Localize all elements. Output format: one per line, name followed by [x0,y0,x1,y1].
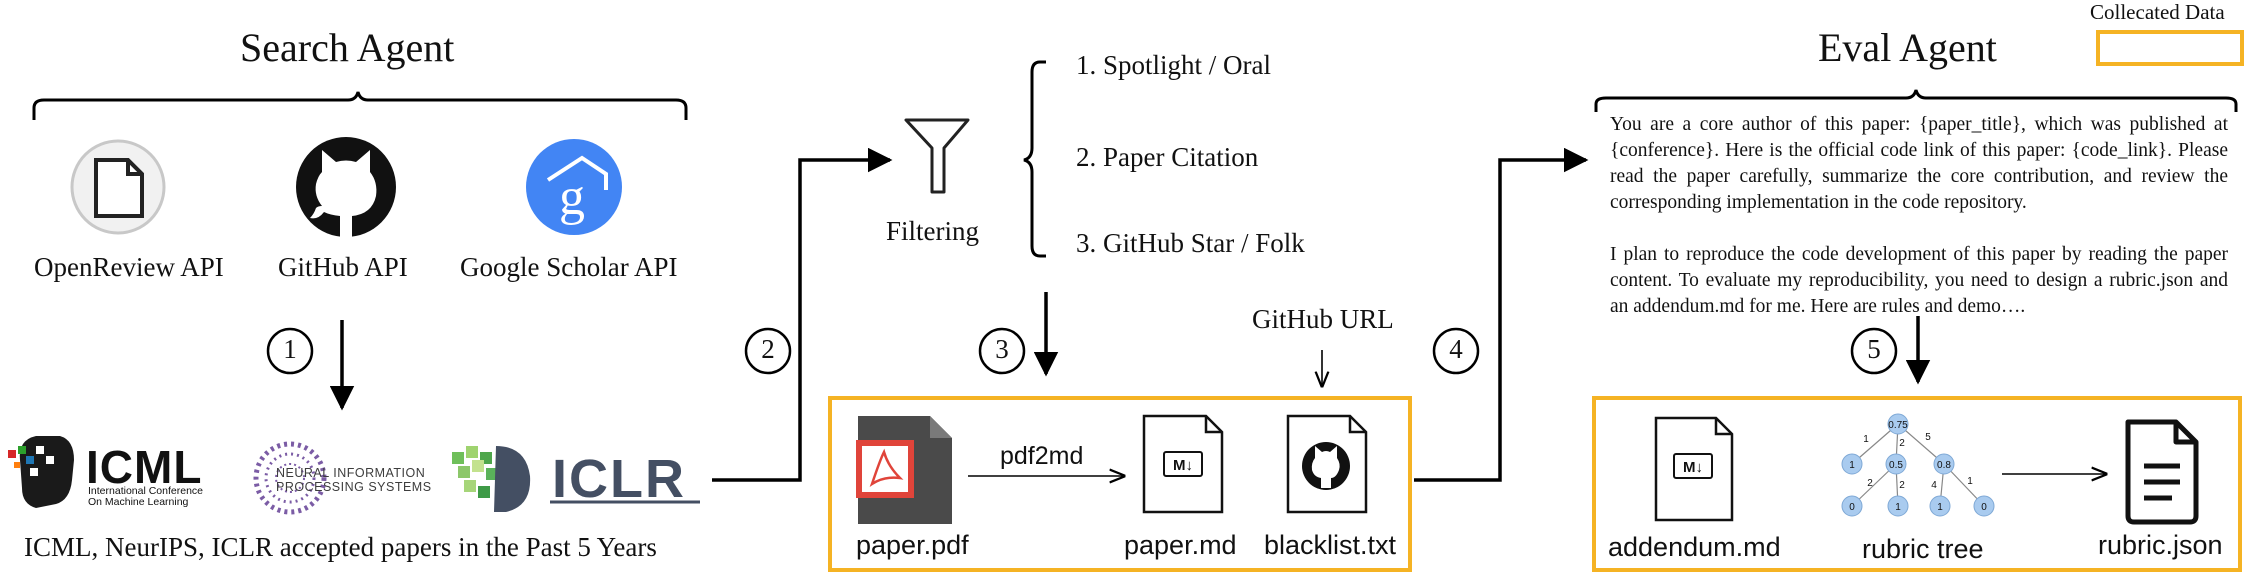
tree-edge-weight: 1 [1967,476,1973,487]
google-scholar-api-label: Google Scholar API [460,252,678,282]
step-1-number: 1 [283,334,297,364]
eval-prompt-paragraph-1: You are a core author of this paper: {pa… [1610,114,2228,213]
eval-agent-brace [1594,89,2238,112]
tree-node-mid-1 [1841,453,1863,475]
legend-label: Collecated Data [2090,0,2225,24]
tree-leaf-value: 1 [1937,502,1943,513]
step-1-circle [266,327,314,375]
pdf2md-label: pdf2md [1000,442,1084,470]
tree-node-mid-2 [1885,453,1907,475]
google-scholar-icon: g [526,139,622,235]
rubric-document-icon [2125,419,2199,525]
tree-edge-weight: 2 [1867,478,1873,489]
criterion-spotlight: 1. Spotlight / Oral [1076,50,1271,80]
criterion-citation: 2. Paper Citation [1076,142,1259,172]
openreview-document-icon [70,139,166,235]
tree-edge-weight: 5 [1925,432,1931,443]
iclr-logo-text: ICLR [552,449,686,509]
svg-text:M↓: M↓ [1173,457,1193,474]
tree-leaf-value: 0 [1981,502,1987,513]
tree-edge-weight: 2 [1899,438,1905,449]
search-agent-title: Search Agent [240,25,455,70]
rubric-tree: 0.75 1 0.5 0.8 0 1 1 0 1 2 5 2 2 4 1 [1841,413,1995,517]
icml-logo-text: ICML [86,441,203,493]
svg-text:M↓: M↓ [1683,459,1703,476]
step-5-circle [1850,327,1898,375]
addendum-md-label: addendum.md [1608,532,1781,562]
neurips-logo-text: NEURAL INFORMATION PROCESSING SYSTEMS [276,466,432,494]
rubric-tree-label: rubric tree [1862,534,1984,564]
step-3-circle [978,327,1026,375]
blacklist-txt-label: blacklist.txt [1264,530,1397,560]
paper-md-label: paper.md [1124,530,1237,560]
github-octocat-icon [296,137,396,238]
icml-logo-subtitle: International Conference On Machine Lear… [88,485,203,508]
filtering-label: Filtering [886,216,979,246]
pdf-file-icon [856,416,952,524]
tree-leaf-value: 0 [1849,502,1855,513]
tree-edge-weight: 4 [1931,480,1937,491]
iclr-logo [452,446,700,512]
eval-output-box [1592,396,2242,572]
step-2-circle [744,327,792,375]
blacklist-file-icon [1286,414,1368,514]
openreview-api-label: OpenReview API [34,252,224,282]
tree-root-value: 0.75 [1888,420,1908,431]
step-4-number: 4 [1449,334,1463,364]
tree-node-root [1887,413,1909,435]
step-4-circle [1432,327,1480,375]
legend-swatch [2096,30,2244,66]
addendum-markdown-icon: M↓ [1654,416,1734,522]
search-agent-brace [32,91,688,120]
eval-agent-title: Eval Agent [1818,25,1997,70]
tree-node-leaf-3 [1929,495,1951,517]
filtering-brace [1023,60,1046,258]
neurips-logo [253,441,327,515]
tree-node-leaf-1 [1841,495,1863,517]
svg-text:g: g [559,169,585,226]
paper-pdf-label: paper.pdf [856,530,969,560]
icml-logo [8,436,74,508]
tree-mid-value: 0.5 [1889,460,1903,471]
conference-caption: ICML, NeurIPS, ICLR accepted papers in t… [24,532,657,562]
tree-node-leaf-2 [1887,495,1909,517]
arrow-conferences-to-filtering [712,147,893,482]
tree-mid-value: 0.8 [1937,460,1951,471]
markdown-file-icon: M↓ [1142,414,1224,514]
step-5-number: 5 [1867,334,1881,364]
eval-prompt-paragraph-2: I plan to reproduce the code development… [1610,244,2228,317]
github-api-label: GitHub API [278,252,408,282]
tree-node-mid-3 [1933,453,1955,475]
step-2-number: 2 [761,334,775,364]
tree-node-leaf-4 [1973,495,1995,517]
eval-prompt-text: You are a core author of this paper: {pa… [1610,112,2228,320]
tree-edge-weight: 2 [1899,480,1905,491]
criterion-github-star: 3. GitHub Star / Folk [1076,228,1305,258]
filter-funnel-icon [904,118,970,194]
step-3-number: 3 [995,334,1009,364]
tree-edge-weight: 1 [1863,434,1869,445]
github-url-label: GitHub URL [1252,304,1394,334]
processing-data-box [828,396,1412,572]
tree-leaf-value: 1 [1895,502,1901,513]
tree-mid-value: 1 [1849,460,1855,471]
rubric-json-label: rubric.json [2098,530,2223,560]
arrow-processing-to-eval [1414,147,1589,482]
